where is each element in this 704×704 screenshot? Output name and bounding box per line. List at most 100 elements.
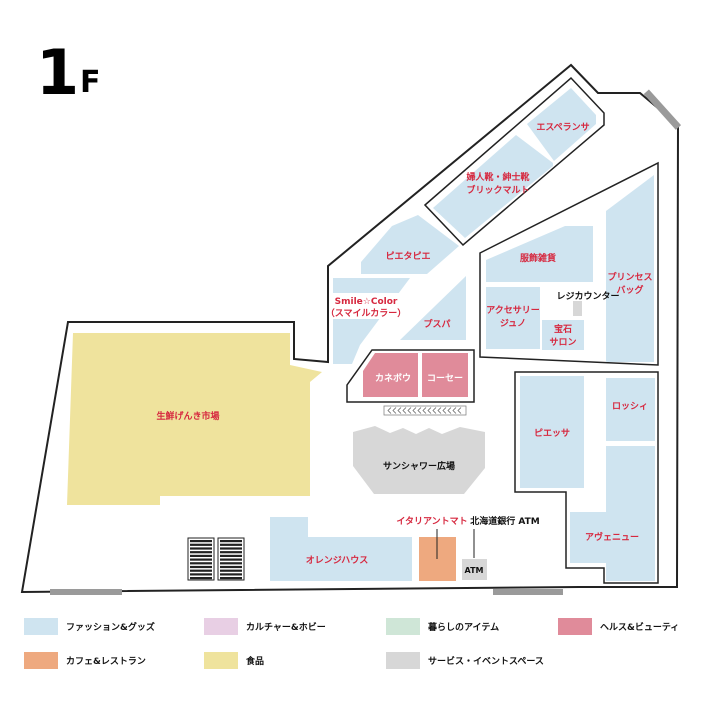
label-bank: 北海道銀行 ATM <box>470 515 540 527</box>
legend-label: 食品 <box>246 656 265 667</box>
label-orange-house: オレンジハウス <box>306 555 368 566</box>
label-princess-2: バッグ <box>616 284 643 296</box>
locker-bar <box>220 558 242 561</box>
legend-swatch <box>204 617 238 635</box>
locker-bar <box>190 547 212 550</box>
label-houseki-1: 宝石 <box>554 323 572 335</box>
entrance-bottom-left <box>50 589 122 595</box>
locker-bar <box>220 577 242 580</box>
legend-label: カルチャー&ホビー <box>246 622 326 633</box>
shop-pusupa[interactable] <box>400 276 466 340</box>
legend-swatch <box>204 651 238 669</box>
label-accessory-1: アクセサリー <box>486 305 540 316</box>
shop-kose[interactable] <box>422 353 468 397</box>
legend-swatch <box>386 617 420 635</box>
label-pietapie: ピエタピエ <box>385 250 430 262</box>
label-houseki-2: サロン <box>549 337 576 348</box>
label-brick-mart-2: ブリックマルト <box>466 184 529 196</box>
legend-item: 暮らしのアイテム <box>386 616 499 636</box>
label-register: レジカウンター <box>556 290 619 302</box>
legend-label: 暮らしのアイテム <box>428 622 500 633</box>
locker-bar <box>190 543 212 546</box>
label-brick-mart-1: 婦人靴・紳士靴 <box>465 171 529 183</box>
locker-bar <box>190 573 212 576</box>
floor-letter: F <box>80 65 101 100</box>
label-pusupa: プスパ <box>423 318 450 330</box>
label-kose: コーセー <box>427 373 463 384</box>
wall-right-block <box>479 161 659 366</box>
label-smile-2: （スマイルカラー） <box>326 308 406 319</box>
locker-bar <box>190 569 212 572</box>
register-counter[interactable] <box>573 301 582 316</box>
legend-item: カフェ&レストラン <box>24 650 146 670</box>
shop-kanebo[interactable] <box>363 353 418 397</box>
shop-houseki-salon[interactable] <box>542 320 584 350</box>
label-avenue: アヴェニュー <box>585 531 639 543</box>
shop-brick-mart[interactable] <box>433 135 553 238</box>
locker-bar <box>220 551 242 554</box>
sunshower-plaza[interactable] <box>353 426 485 494</box>
label-genki: 生鮮げんき市場 <box>156 410 219 422</box>
legend-item: ヘルス&ビューティ <box>558 616 679 636</box>
label-esperanza: エスペランサ <box>536 122 589 133</box>
shop-accessory-juno[interactable] <box>486 287 540 349</box>
locker-bar <box>220 562 242 565</box>
legend-swatch <box>386 651 420 669</box>
shop-roshi[interactable] <box>606 378 655 441</box>
floor-number: 1 <box>36 36 79 109</box>
locker-bar <box>220 547 242 550</box>
smile-label-bg <box>330 293 410 319</box>
label-sunshower: サンシャワー広場 <box>383 460 455 472</box>
shop-avenue[interactable] <box>570 446 655 581</box>
locker-bar <box>220 569 242 572</box>
label-smile-1: Smile☆Color <box>335 297 398 307</box>
legend-label: サービス・イベントスペース <box>428 656 544 667</box>
locker-bar <box>220 543 242 546</box>
shop-princess-bag[interactable] <box>606 175 654 362</box>
wall-health-block <box>346 349 475 403</box>
legend-label: ヘルス&ビューティ <box>600 622 680 633</box>
wall-lower-right-block <box>514 371 659 584</box>
legend-item: 食品 <box>204 650 264 670</box>
shop-genki-market[interactable] <box>67 333 322 505</box>
locker-bar <box>220 554 242 557</box>
legend: ファッション&グッズ カルチャー&ホビー 暮らしのアイテム ヘルス&ビューティカフェ&… <box>24 616 694 676</box>
legend-swatch <box>558 617 592 635</box>
locker-bar <box>190 562 212 565</box>
shop-piessa[interactable] <box>520 376 584 488</box>
floor-label: 1 F <box>36 36 101 109</box>
entrance-bottom-right <box>493 589 563 595</box>
legend-swatch <box>24 651 58 669</box>
legend-item: サービス・イベントスペース <box>386 650 544 670</box>
locker-bar <box>220 565 242 569</box>
wall-top-block <box>423 76 605 247</box>
locker-bar <box>190 551 212 554</box>
legend-label: カフェ&レストラン <box>66 656 146 667</box>
locker-bar <box>190 554 212 557</box>
atm-booth[interactable] <box>462 559 487 580</box>
locker-bar <box>220 573 242 576</box>
locker-bar <box>190 540 212 543</box>
shop-pietapie[interactable] <box>361 215 459 274</box>
label-accessory-2: ジュノ <box>500 318 526 329</box>
shop-fukushoku[interactable] <box>486 226 593 282</box>
locker-bar <box>190 565 212 569</box>
shop-orange-house[interactable] <box>270 517 412 581</box>
entrance-top-right <box>643 89 682 130</box>
legend-item: ファッション&グッズ <box>24 616 155 636</box>
lockers <box>187 537 245 581</box>
locker-bar <box>190 577 212 580</box>
label-princess-1: プリンセス <box>607 271 652 283</box>
label-fukushoku: 服飾雑貨 <box>520 252 556 264</box>
label-piessa: ピエッサ <box>534 427 570 439</box>
shop-esperanza[interactable] <box>527 88 596 161</box>
legend-label: ファッション&グッズ <box>66 622 155 633</box>
locker-bar <box>220 540 242 543</box>
legend-item: カルチャー&ホビー <box>204 616 326 636</box>
label-kanebo: カネボウ <box>375 372 411 384</box>
escalator <box>383 405 467 416</box>
legend-swatch <box>24 617 58 635</box>
label-italian: イタリアントマト <box>396 515 467 527</box>
label-roshi: ロッシィ <box>612 401 648 412</box>
